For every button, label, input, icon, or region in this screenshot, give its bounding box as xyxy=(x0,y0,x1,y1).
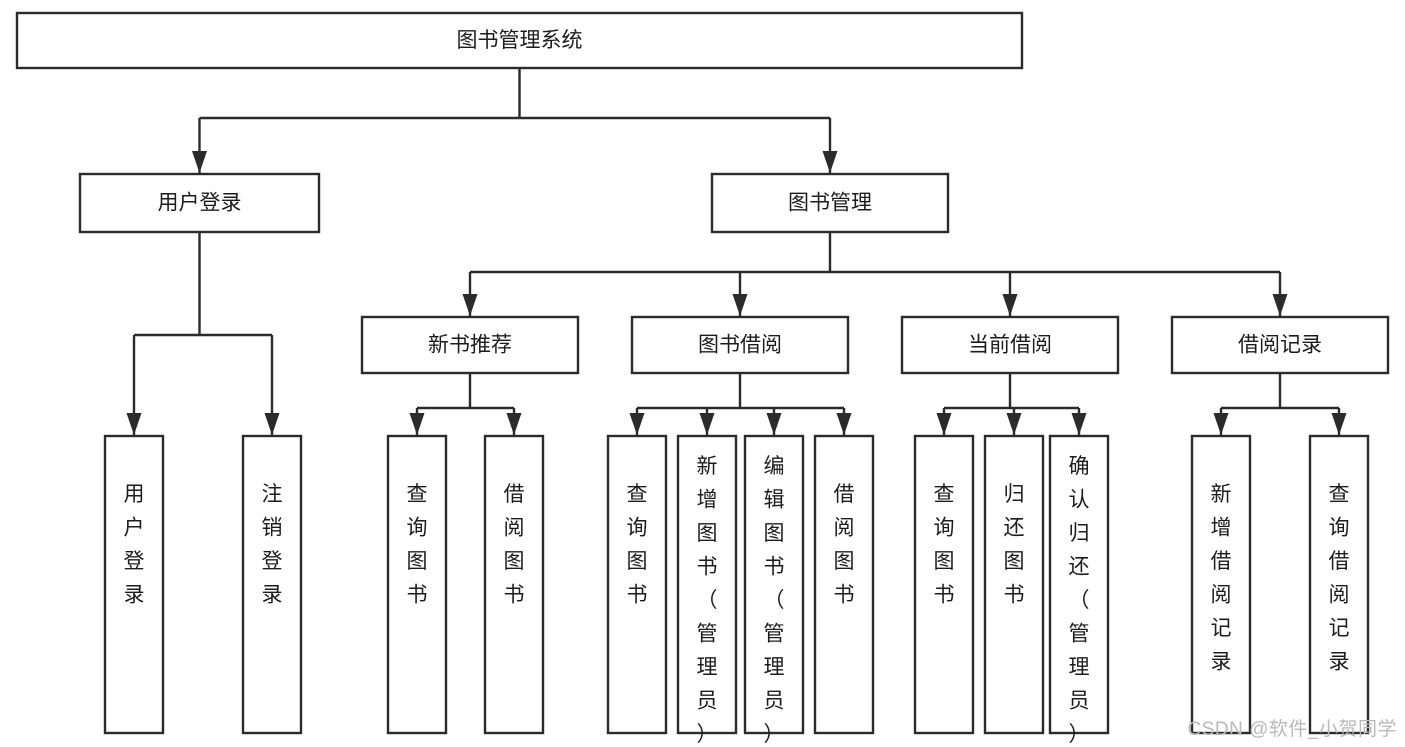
arrow-head-icon xyxy=(1006,413,1022,435)
node-edit-book-admin[interactable]: 编辑图书（管理员） xyxy=(743,434,805,745)
arrow-head-icon xyxy=(1213,413,1229,435)
arrow-head-icon xyxy=(822,151,838,173)
arrow-head-icon xyxy=(126,413,142,435)
node-add-book-admin[interactable]: 新增图书（管理员） xyxy=(676,434,738,745)
node-user-login[interactable]: 用户登录 xyxy=(78,172,321,234)
node-label-return-book: 归还图书 xyxy=(1004,482,1025,606)
node-label-query-borrow-record: 查询借阅记录 xyxy=(1329,482,1350,673)
node-query-borrow-record[interactable]: 查询借阅记录 xyxy=(1308,434,1370,735)
arrow-head-icon xyxy=(1331,413,1347,435)
node-book-borrow[interactable]: 图书借阅 xyxy=(630,315,850,375)
node-label-confirm-return-admin: 确认归还（管理员） xyxy=(1069,454,1090,745)
node-label-user-logout: 注销登录 xyxy=(262,482,283,606)
node-current-borrow[interactable]: 当前借阅 xyxy=(900,315,1120,375)
node-label-root: 图书管理系统 xyxy=(457,29,583,52)
arrow-head-icon xyxy=(462,294,478,316)
node-box-new-book-recommend xyxy=(360,315,580,375)
arrow-head-icon xyxy=(409,413,425,435)
node-box-root xyxy=(15,11,1024,70)
node-label-edit-book-admin: 编辑图书（管理员） xyxy=(764,454,785,745)
node-label-borrow-book-1: 借阅图书 xyxy=(504,482,525,606)
arrow-head-icon xyxy=(1071,413,1087,435)
node-box-user-login-do xyxy=(103,434,165,735)
arrow-head-icon xyxy=(192,151,207,173)
node-query-book-2[interactable]: 查询图书 xyxy=(606,434,668,735)
node-label-borrow-record: 借阅记录 xyxy=(1238,334,1322,357)
arrow-head-icon xyxy=(506,413,522,435)
node-box-user-logout xyxy=(241,434,303,735)
node-query-book-1[interactable]: 查询图书 xyxy=(386,434,448,735)
node-box-return-book xyxy=(983,434,1045,735)
node-box-query-borrow-record xyxy=(1308,434,1370,735)
node-book-manage[interactable]: 图书管理 xyxy=(710,172,950,234)
node-box-query-book-2 xyxy=(606,434,668,735)
node-box-edit-book-admin xyxy=(743,434,805,735)
arrow-head-icon xyxy=(766,413,782,435)
node-add-borrow-record[interactable]: 新增借阅记录 xyxy=(1190,434,1252,735)
node-box-add-borrow-record xyxy=(1190,434,1252,735)
node-borrow-record[interactable]: 借阅记录 xyxy=(1170,315,1390,375)
arrow-head-icon xyxy=(836,413,852,435)
arrow-head-icon xyxy=(936,413,952,435)
node-box-confirm-return-admin xyxy=(1048,434,1110,735)
node-root[interactable]: 图书管理系统 xyxy=(15,11,1024,70)
node-box-add-book-admin xyxy=(676,434,738,735)
node-confirm-return-admin[interactable]: 确认归还（管理员） xyxy=(1048,434,1110,745)
node-box-query-book-3 xyxy=(913,434,975,735)
node-label-user-login: 用户登录 xyxy=(158,192,242,215)
node-box-current-borrow xyxy=(900,315,1120,375)
node-label-new-book-recommend: 新书推荐 xyxy=(428,334,512,357)
node-box-borrow-book-2 xyxy=(813,434,875,735)
node-box-query-book-1 xyxy=(386,434,448,735)
node-user-logout[interactable]: 注销登录 xyxy=(241,434,303,735)
node-label-add-book-admin: 新增图书（管理员） xyxy=(697,454,718,745)
arrow-head-icon xyxy=(629,413,645,435)
node-query-book-3[interactable]: 查询图书 xyxy=(913,434,975,735)
node-borrow-book-2[interactable]: 借阅图书 xyxy=(813,434,875,735)
node-label-query-book-1: 查询图书 xyxy=(407,482,428,606)
node-label-query-book-2: 查询图书 xyxy=(627,482,648,606)
node-box-book-manage xyxy=(710,172,950,234)
arrow-head-icon xyxy=(732,294,748,316)
node-label-user-login-do: 用户登录 xyxy=(124,482,145,606)
arrow-head-icon xyxy=(699,413,715,435)
node-box-borrow-record xyxy=(1170,315,1390,375)
node-user-login-do[interactable]: 用户登录 xyxy=(103,434,165,735)
node-label-book-borrow: 图书借阅 xyxy=(698,334,782,357)
arrow-head-icon xyxy=(1272,294,1288,316)
node-label-borrow-book-2: 借阅图书 xyxy=(834,482,855,606)
node-label-book-manage: 图书管理 xyxy=(788,192,872,215)
arrow-head-icon xyxy=(1002,294,1018,316)
node-new-book-recommend[interactable]: 新书推荐 xyxy=(360,315,580,375)
node-label-query-book-3: 查询图书 xyxy=(934,482,955,606)
arrow-head-icon xyxy=(264,413,280,435)
node-label-current-borrow: 当前借阅 xyxy=(968,334,1052,357)
node-borrow-book-1[interactable]: 借阅图书 xyxy=(483,434,545,735)
node-label-add-borrow-record: 新增借阅记录 xyxy=(1211,482,1232,673)
node-return-book[interactable]: 归还图书 xyxy=(983,434,1045,735)
node-box-borrow-book-1 xyxy=(483,434,545,735)
